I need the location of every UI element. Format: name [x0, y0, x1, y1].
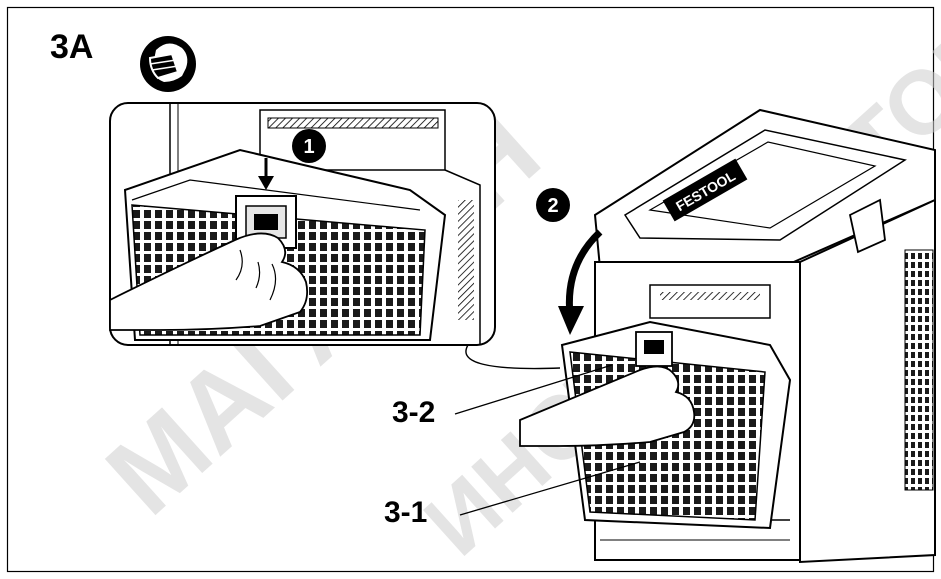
step-1-badge: 1 — [292, 129, 326, 163]
respirator-mask-icon — [140, 36, 196, 92]
inset-connector — [465, 344, 561, 370]
callout-3-1: 3-1 — [384, 496, 428, 529]
detail-inset — [109, 102, 561, 370]
svg-text:1: 1 — [303, 136, 314, 158]
leader-line-3-1 — [459, 461, 641, 516]
step-2-badge: 2 — [536, 188, 570, 222]
svg-text:2: 2 — [547, 195, 558, 217]
leader-line-3-2 — [454, 364, 613, 415]
extractor-unit: FESTOOL — [519, 108, 936, 564]
callout-3-2: 3-2 — [392, 396, 436, 429]
figure-id: 3A — [50, 28, 94, 66]
